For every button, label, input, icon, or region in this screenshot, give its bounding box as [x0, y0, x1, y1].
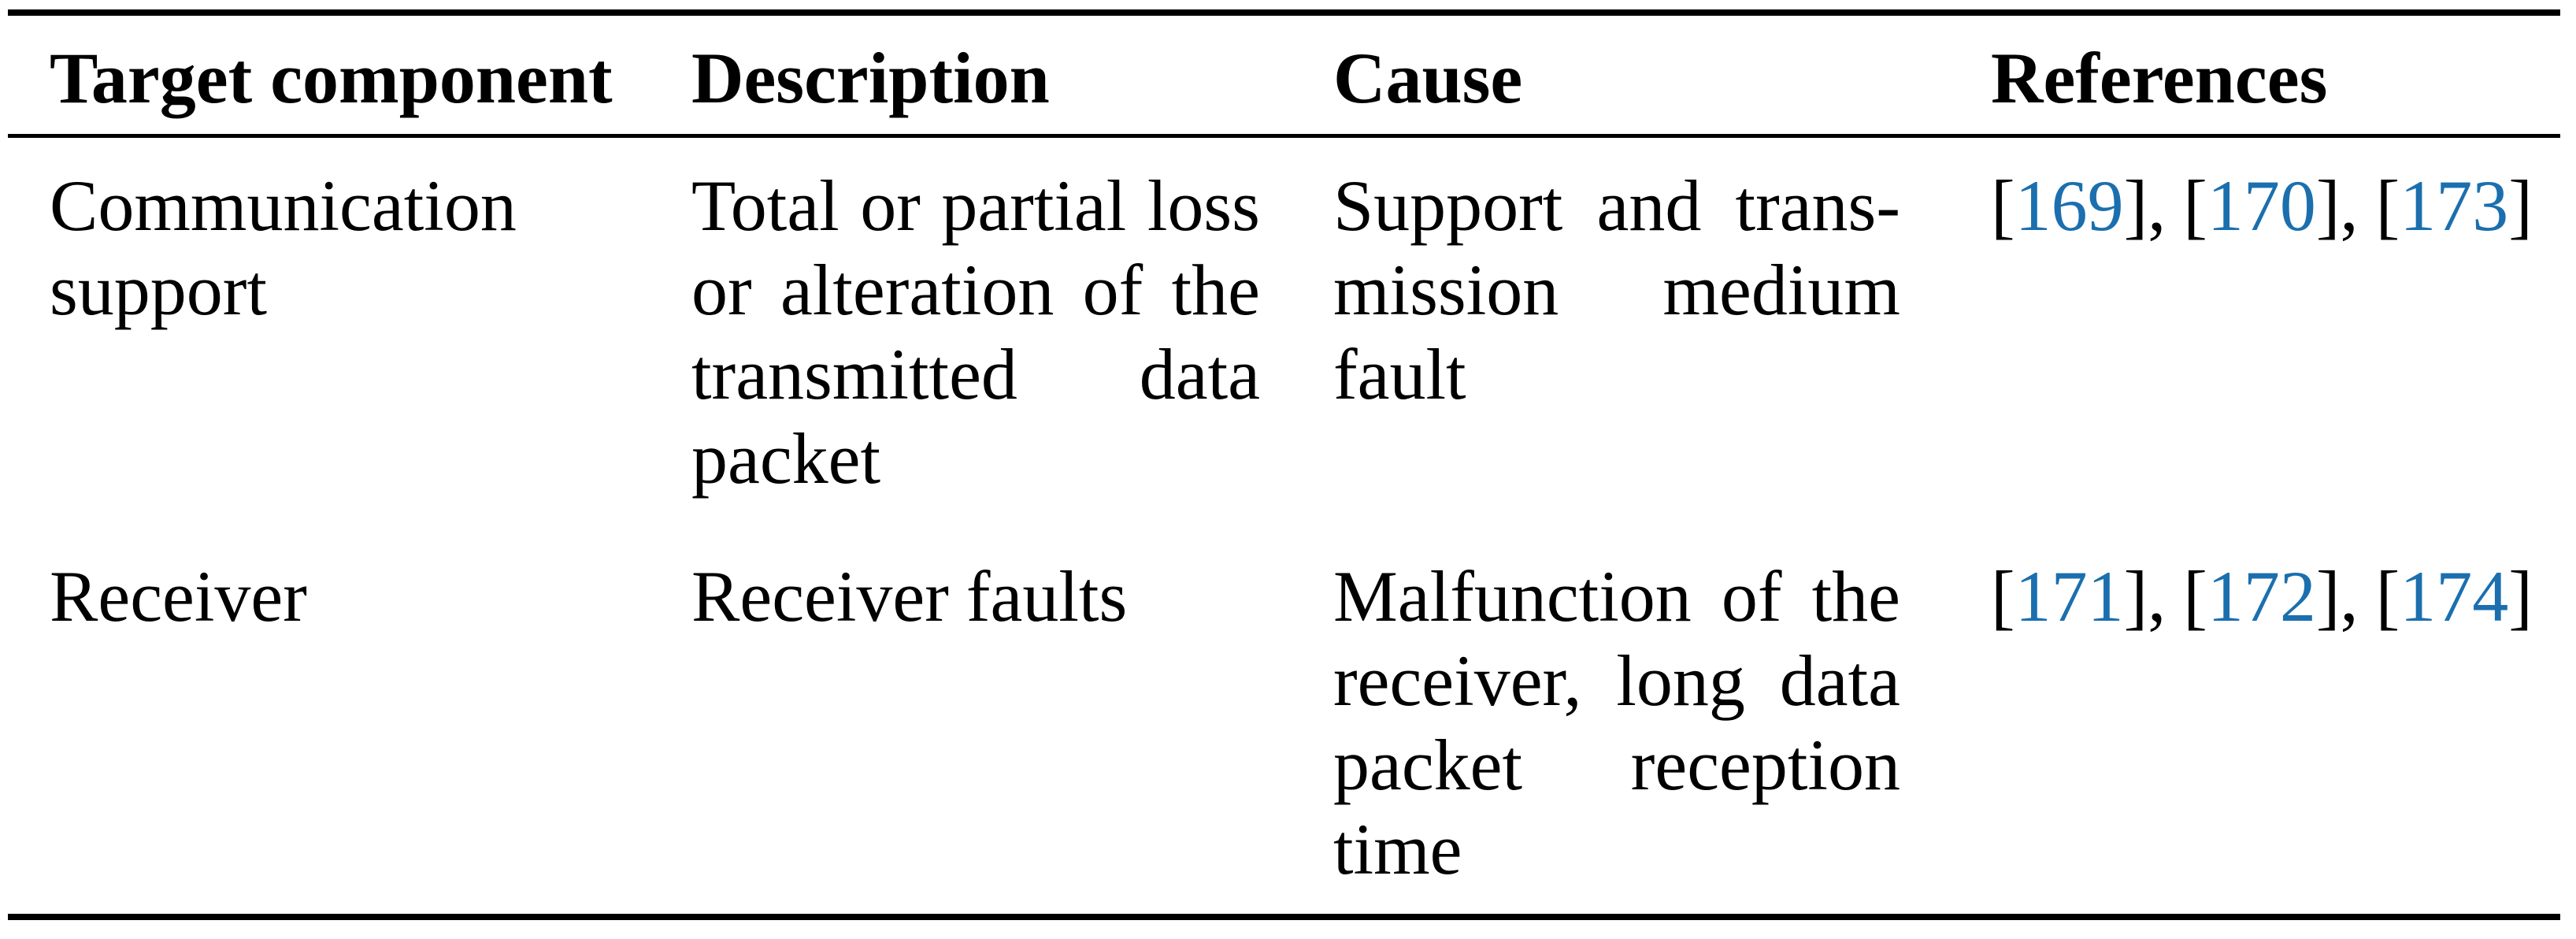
table-header-row: Target component Description Cause Refer… [8, 16, 2560, 138]
citation-close-bracket: ], [2123, 165, 2184, 246]
text-line: receiver, long data [1333, 640, 1900, 721]
text-line: packet reception [1333, 725, 1900, 805]
text-line: or alteration of the [691, 250, 1260, 330]
column-header-description: Description [691, 38, 1050, 118]
citation-link[interactable]: 169 [2014, 165, 2124, 246]
citation-link[interactable]: 172 [2207, 556, 2316, 637]
citation-link[interactable]: 170 [2207, 165, 2316, 246]
text-line: packet [691, 418, 881, 499]
text-line: transmitted data [691, 334, 1260, 414]
text-line: time [1333, 809, 1462, 889]
text-line: mission medium [1333, 250, 1900, 330]
text-line: support [50, 250, 267, 330]
citation-link[interactable]: 174 [2400, 556, 2509, 637]
column-header-cause: Cause [1333, 38, 1523, 118]
citation-close-bracket: ] [2508, 556, 2533, 637]
cell-target-component: Receiver [8, 555, 650, 892]
text-line: Malfunction of the [1333, 556, 1900, 637]
citation-open-bracket: [ [2183, 165, 2207, 246]
text-line: fault [1333, 334, 1466, 414]
text-line: Receiver faults [691, 556, 1128, 637]
text-line: Support and trans- [1333, 165, 1900, 246]
citation-close-bracket: ], [2315, 556, 2376, 637]
citation-open-bracket: [ [1991, 165, 2015, 246]
citation-open-bracket: [ [2375, 165, 2400, 246]
fault-table: Target component Description Cause Refer… [8, 9, 2560, 920]
cell-references: [169], [170], [173] [1949, 164, 2560, 501]
citation-open-bracket: [ [2375, 556, 2400, 637]
cell-references: [171], [172], [174] [1949, 555, 2560, 892]
citation-open-bracket: [ [1991, 556, 2015, 637]
table-row: Receiver Receiver faults Malfunction of th… [8, 555, 2560, 892]
citation-link[interactable]: 173 [2400, 165, 2509, 246]
column-header-target-component: Target component [50, 38, 613, 118]
references-line: [171], [172], [174] [1991, 555, 2560, 639]
citation-open-bracket: [ [2183, 556, 2207, 637]
references-line: [169], [170], [173] [1991, 164, 2560, 248]
citation-link[interactable]: 171 [2014, 556, 2124, 637]
text-line: Receiver [50, 556, 307, 637]
text-line: Communication [50, 165, 517, 246]
citation-close-bracket: ], [2123, 556, 2184, 637]
column-header-references: References [1991, 38, 2328, 118]
citation-close-bracket: ], [2315, 165, 2376, 246]
cell-description: Receiver faults [650, 555, 1292, 892]
text-line: Total or partial loss [691, 165, 1260, 246]
citation-close-bracket: ] [2508, 165, 2533, 246]
